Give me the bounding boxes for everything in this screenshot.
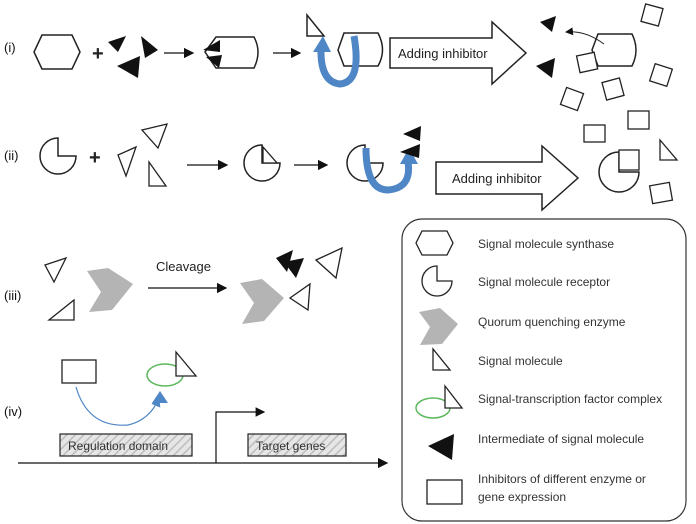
inhibitor-icon — [583, 124, 606, 143]
signal-molecule-icon — [314, 246, 343, 280]
synthase-complex-icon — [204, 36, 259, 69]
signal-molecule-icon — [288, 282, 311, 312]
legend-item-inhibitor-line2: gene expression — [478, 490, 566, 504]
legend-item-inhibitor-line1: Inhibitors of different enzyme or — [478, 472, 646, 486]
intermediate-icon — [108, 36, 126, 52]
signal-molecule-icon — [175, 350, 198, 377]
legend-synthase-icon — [415, 230, 454, 256]
signal-molecule-icon — [140, 123, 169, 150]
inhibitor-icon — [601, 77, 625, 101]
legend-box — [401, 218, 687, 522]
adding-inhibitor-arrow — [435, 144, 580, 212]
legend-enzyme-icon — [419, 308, 458, 345]
repression-arrow — [75, 386, 161, 426]
legend-intermediate-icon — [428, 434, 454, 460]
legend-item-intermediate: Intermediate of signal molecule — [478, 432, 644, 446]
synthase-hexagon-icon — [33, 34, 81, 70]
adding-inhibitor-arrow — [389, 20, 528, 86]
signal-molecule-icon — [47, 298, 75, 321]
inhibitor-icon — [648, 181, 674, 205]
synthase-hexagon-icon — [591, 33, 637, 67]
inhibitor-icon — [575, 51, 599, 74]
signal-molecule-icon — [117, 145, 138, 178]
intermediate-icon — [403, 126, 421, 141]
regulation-domain-label: Regulation domain — [68, 439, 168, 453]
row-i: + Adding inhibitor — [33, 3, 674, 112]
adding-inhibitor-label-2: Adding inhibitor — [452, 171, 542, 186]
row-label-iii: (iii) — [4, 288, 21, 303]
target-genes-box — [247, 433, 347, 457]
regulation-domain-box — [59, 433, 193, 457]
blue-cycle-arrow-icon — [317, 35, 360, 88]
plus-sign: + — [92, 43, 104, 65]
row-ii: + Adding inhibitor — [39, 110, 679, 212]
receptor-icon — [598, 151, 640, 193]
adding-inhibitor-label-1: Adding inhibitor — [398, 46, 488, 61]
target-genes-label: Target genes — [256, 439, 325, 453]
row-label-iv: (iv) — [4, 404, 22, 419]
quorum-quenching-enzyme-icon — [87, 268, 133, 312]
cleavage-label: Cleavage — [156, 259, 211, 274]
intermediate-icon — [536, 58, 555, 78]
legend-complex-icon — [444, 384, 464, 409]
inhibitor-icon — [627, 110, 650, 130]
row-iii: Cleavage — [44, 246, 343, 324]
legend-item-complex: Signal-transcription factor complex — [478, 392, 662, 406]
promoter-arrow — [215, 407, 266, 463]
signal-molecule-icon — [659, 138, 679, 161]
intermediate-icon — [540, 16, 556, 32]
legend-item-synthase: Signal molecule synthase — [478, 237, 614, 251]
inhibitor-icon — [648, 62, 674, 88]
legend-item-receptor: Signal molecule receptor — [478, 275, 610, 289]
legend-inhibitor-icon — [426, 479, 463, 505]
blue-cycle-arrow-icon — [362, 147, 413, 194]
inhibitor-icon — [559, 86, 585, 112]
intermediate-icon — [400, 144, 420, 158]
inhibitor-icon — [61, 359, 97, 384]
row-iv: Regulation domain Target genes — [18, 350, 389, 469]
row-label-ii: (ii) — [4, 148, 18, 163]
quorum-quenching-enzyme-icon — [240, 279, 284, 324]
intermediate-icon — [117, 56, 140, 78]
signal-molecule-icon — [148, 159, 168, 187]
signal-molecule-icon — [306, 12, 326, 37]
legend-item-enzyme: Quorum quenching enzyme — [478, 315, 626, 329]
inhibitor-icon — [640, 3, 664, 27]
synthase-hexagon-icon — [337, 32, 384, 67]
intermediate-icon — [276, 250, 293, 272]
inhibitor-icon — [618, 149, 640, 171]
plus-sign: + — [89, 147, 101, 169]
legend-receptor-icon — [421, 265, 453, 297]
legend-signal-molecule-icon — [432, 347, 452, 371]
receptor-complex-icon — [243, 144, 281, 182]
intermediate-icon — [141, 36, 158, 58]
row-label-i: (i) — [4, 40, 16, 55]
legend-item-signal-molecule: Signal molecule — [478, 354, 563, 368]
intermediate-icon — [284, 258, 304, 278]
legend: Signal molecule synthase Signal molecule… — [401, 218, 687, 522]
receptor-icon — [39, 137, 77, 175]
signal-molecule-icon — [44, 256, 68, 284]
